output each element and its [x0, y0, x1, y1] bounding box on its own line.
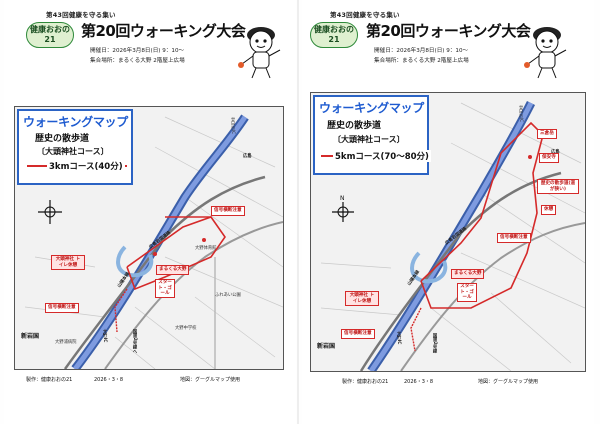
organizer-badge: 健康おおの 21 — [310, 22, 358, 48]
event-date: 開催日：2026年3月8日(日) 9：10～ — [90, 46, 184, 54]
map-box-title: ウォーキングマップ — [319, 101, 424, 115]
compass-icon — [38, 200, 62, 224]
label-hospital: 大野浦病院 — [55, 340, 77, 345]
map-box-title: ウォーキングマップ — [23, 115, 128, 129]
event-place-label: 集合場所： — [374, 58, 402, 64]
label-otoh-shrine: 大頭神社 トイレ休憩 — [345, 291, 379, 306]
label-hatsukaichi-ic: 廿日市IC — [518, 105, 523, 123]
event-date-value: 2026年3月8日(日) 9：10～ — [396, 48, 469, 54]
map-made-date: 2026・3・8 — [404, 379, 434, 385]
organizer-badge: 健康おおの 21 — [26, 22, 74, 48]
label-shin-iwakuni: 新岩国 — [21, 333, 40, 340]
label-route2: 国道2号線 — [432, 333, 437, 354]
map-title-box: ウォーキングマップ 歴史の散歩道 〔大頭神社コース〕 3kmコース(40分) — [17, 109, 133, 185]
event-date-label: 開催日： — [90, 48, 113, 54]
svg-text:N: N — [340, 195, 345, 202]
event-place: 集合場所：まるくる大野 2階屋上広場 — [90, 56, 185, 64]
event-series: 第43回健康を守る集い — [46, 11, 116, 19]
course-length: 3kmコース(40分) — [47, 160, 125, 172]
label-signal-caution-1: 信号横断注意 — [497, 233, 531, 243]
label-route2: 国道2号線へ — [132, 329, 137, 354]
page-fold — [297, 0, 299, 424]
map-maker: 製作：健康おおの21 — [342, 379, 389, 385]
mascot-icon — [238, 27, 281, 79]
organizer-line1: 健康おおの — [314, 25, 354, 34]
event-date-label: 開催日： — [374, 48, 397, 54]
map-maker: 製作：健康おおの21 — [26, 377, 73, 383]
event-place-label: 集合場所： — [90, 58, 118, 64]
mascot-icon — [524, 27, 567, 79]
label-signal-caution-2: 信号横断注意 — [341, 329, 375, 339]
compass-icon: N — [332, 195, 354, 222]
map-base — [320, 100, 585, 371]
label-hiroshima: 広島 — [551, 149, 560, 155]
label-signal-caution-1: 信号横断注意 — [211, 206, 245, 216]
event-place-value: まるくる大野 2階屋上広場 — [401, 58, 469, 64]
map-subtitle: 歴史の散歩道 — [35, 134, 90, 144]
label-signal-caution-2: 信号横断注意 — [45, 303, 79, 313]
organizer-line2: 21 — [44, 35, 56, 44]
walking-map: ウォーキングマップ 歴史の散歩道 〔大頭神社コース〕 3kmコース(40分) 広… — [14, 106, 284, 370]
label-otoh-shrine: 大頭神社 トイレ休憩 — [51, 255, 85, 270]
event-title: 第20回ウォーキング大会 — [81, 22, 246, 40]
label-marukuru: まるくる大野 — [156, 265, 190, 275]
organizer-line1: 健康おおの — [30, 25, 70, 34]
label-marukuru: まるくる大野 — [451, 269, 485, 279]
event-series: 第43回健康を守る集い — [330, 11, 400, 19]
label-ohtake-ic: 大竹IC — [102, 329, 107, 343]
label-mikaeri: 三倉岳 — [537, 129, 557, 139]
organizer-line2: 21 — [328, 35, 340, 44]
label-gym: 大野体育館 — [195, 246, 217, 251]
event-place: 集合場所：まるくる大野 2階屋上広場 — [374, 56, 469, 64]
event-title: 第20回ウォーキング大会 — [366, 22, 531, 40]
map-base — [24, 114, 283, 369]
map-route-name: 〔大頭神社コース〕 — [333, 135, 405, 144]
label-shin-iwakuni: 新岩国 — [317, 343, 336, 350]
label-park: ふれあい公園 — [215, 293, 241, 298]
label-hatsukaichi-ic: 廿日市IC — [230, 117, 235, 135]
label-ohtake-ic: 大竹IC — [396, 331, 401, 345]
flyer-left: 第43回健康を守る集い 健康おおの 21 第20回ウォーキング大会 開催日：20… — [4, 0, 296, 424]
label-history-path: 歴史の散歩道(道が狭い) — [537, 179, 579, 194]
map-route-name: 〔大頭神社コース〕 — [37, 147, 109, 156]
label-start-goal: スタート・ゴール — [457, 283, 477, 302]
walking-map: ウォーキングマップ 歴史の散歩道 〔大頭神社コース〕 5kmコース(70～80分… — [310, 92, 586, 372]
event-date: 開催日：2026年3月8日(日) 9：10～ — [374, 46, 468, 54]
course-length: 5kmコース(70～80分) — [333, 150, 431, 162]
map-title-box: ウォーキングマップ 歴史の散歩道 〔大頭神社コース〕 5kmコース(70～80分… — [313, 95, 431, 175]
label-rest: 休憩 — [541, 205, 557, 215]
map-subtitle: 歴史の散歩道 — [327, 121, 382, 131]
label-hiroshima: 広島 — [243, 154, 252, 159]
label-start-goal: スタート・ゴール — [155, 279, 175, 298]
map-source: 地図：グーグルマップ使用 — [180, 377, 241, 383]
event-place-value: まるくる大野 2階屋上広場 — [117, 58, 185, 64]
label-hoan-temple: 保安寺 — [539, 153, 559, 163]
map-made-date: 2026・3・8 — [94, 377, 124, 383]
flyer-right: 第43回健康を守る集い 健康おおの 21 第20回ウォーキング大会 開催日：20… — [302, 0, 594, 424]
label-school: 大野中学校 — [175, 326, 197, 331]
map-source: 地図：グーグルマップ使用 — [478, 379, 539, 385]
event-date-value: 2026年3月8日(日) 9：10～ — [112, 48, 185, 54]
